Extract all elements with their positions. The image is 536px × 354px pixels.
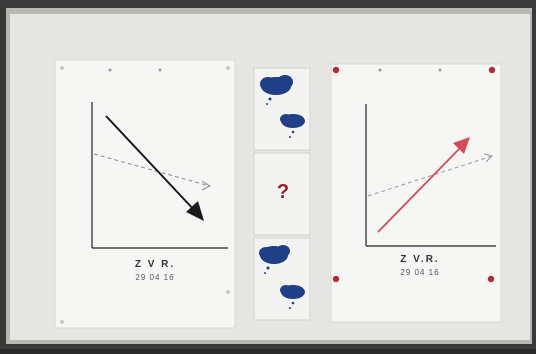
middle-card-top: [253, 67, 311, 151]
right-caption-date: 29 04 16: [400, 268, 440, 277]
left-caption-title: Z V R.: [134, 259, 176, 270]
middle-card-bottom: [253, 237, 311, 321]
magnet: [332, 275, 340, 283]
left-caption-date: 29 04 16: [135, 273, 175, 282]
right-poster: [330, 63, 502, 323]
left-poster: [54, 59, 236, 329]
magnet: [488, 66, 496, 74]
question-mark: ?: [276, 181, 290, 203]
magnet: [332, 66, 340, 74]
middle-card-question: [253, 152, 311, 236]
right-caption-title: Z V.R.: [400, 254, 440, 265]
magnet: [487, 275, 495, 283]
